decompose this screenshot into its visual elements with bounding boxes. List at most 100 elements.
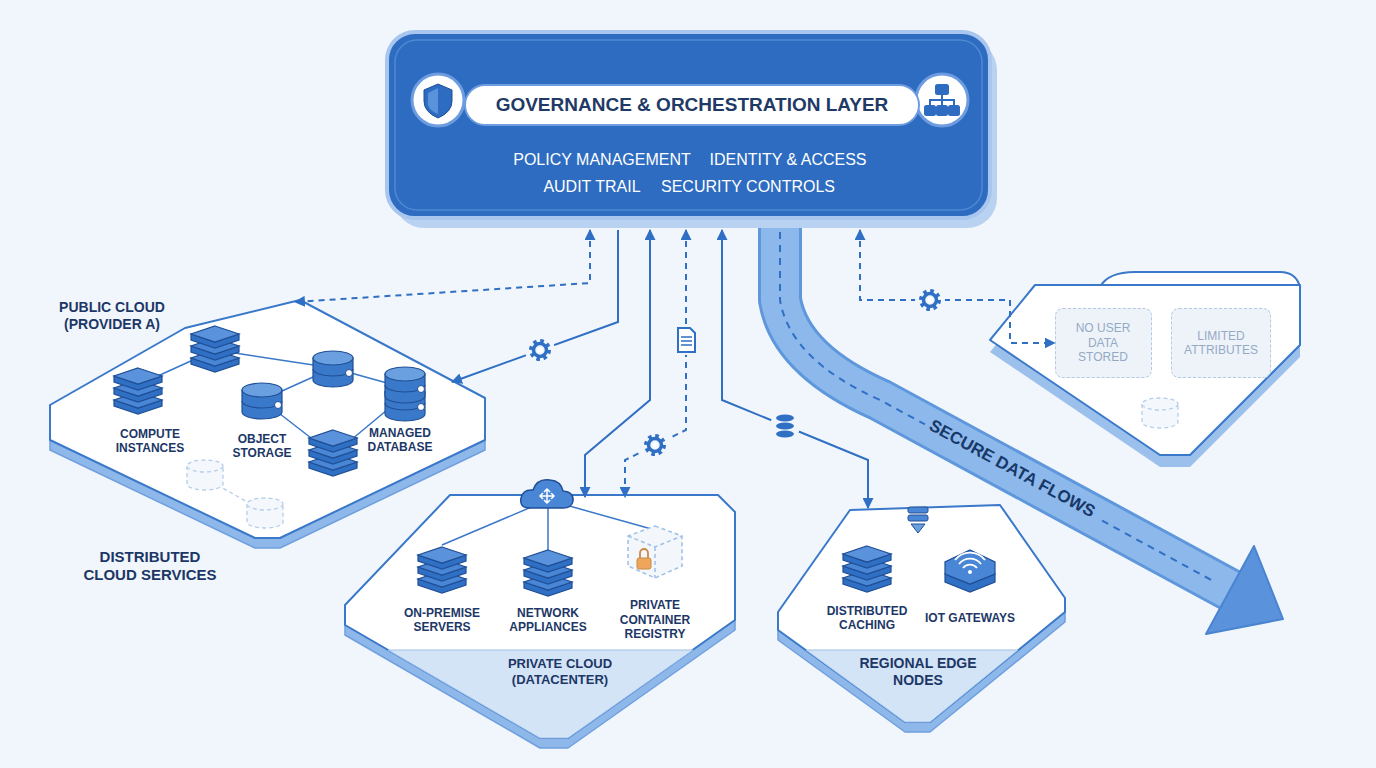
hierarchy-icon bbox=[925, 85, 959, 115]
dashed-connector bbox=[860, 230, 1055, 343]
platform-shadow bbox=[50, 310, 485, 548]
flow-dash bbox=[780, 232, 1215, 582]
panel-shadow bbox=[394, 40, 997, 228]
node-label: COMPUTE INSTANCES bbox=[105, 427, 195, 456]
node-label: NETWORK APPLIANCES bbox=[502, 606, 594, 635]
edge-platform: REGIONAL EDGE NODES DISTRIBUTED CACHING IO… bbox=[770, 500, 1070, 735]
dashed-connector bbox=[295, 230, 590, 302]
node-label: PRIVATE CLOUD (DATACENTER) bbox=[475, 656, 645, 687]
server-stack-icon bbox=[309, 430, 357, 476]
gear-icon bbox=[640, 430, 670, 460]
connector bbox=[585, 230, 650, 497]
node-label: ON-PREMISE SERVERS bbox=[396, 606, 488, 635]
drawn-shape bbox=[949, 106, 959, 115]
appliance-stack-icon bbox=[524, 550, 572, 596]
gear-icon bbox=[915, 285, 945, 315]
connector bbox=[722, 230, 868, 508]
drawn-shape bbox=[936, 85, 948, 94]
cloud-platform: PUBLIC CLOUD (PROVIDER A) DISTRIBUTED CLO… bbox=[40, 290, 495, 590]
node-label: DISTRIBUTED CACHING bbox=[817, 604, 917, 633]
database-cylinder-icon bbox=[385, 367, 425, 403]
drawn-shape bbox=[945, 550, 995, 584]
node-label: OBJECT STORAGE bbox=[217, 432, 307, 461]
cloud-platform: PRIVATE CLOUD (DATACENTER) ON-PREMISE SER… bbox=[335, 485, 745, 750]
platform-top bbox=[345, 495, 735, 738]
drawn-shape bbox=[776, 431, 794, 438]
drawn-shape bbox=[911, 524, 925, 533]
shield-shade bbox=[428, 88, 438, 114]
drawn-shape bbox=[930, 94, 954, 106]
storage-cylinder-icon bbox=[242, 383, 282, 419]
secure-flow-arrow bbox=[780, 200, 1283, 634]
cache-stack-icon bbox=[843, 546, 891, 592]
drawn-shape bbox=[776, 415, 794, 422]
drawn-shape bbox=[908, 515, 928, 521]
governance-layer: GOVERNANCE & ORCHESTRATION LAYER POLICY M… bbox=[385, 30, 1000, 230]
server-stack-icon bbox=[114, 368, 162, 414]
service-label: IOT GATEWAYS bbox=[925, 611, 1015, 625]
flow-band-edge bbox=[780, 200, 1230, 590]
drawn-shape bbox=[968, 570, 972, 574]
dashed-attribute-box: LIMITED ATTRIBUTES bbox=[1171, 308, 1271, 378]
dashed-connector bbox=[625, 230, 686, 497]
edge-nodes-art bbox=[843, 507, 995, 592]
flow-arrowhead bbox=[1206, 546, 1283, 634]
node-label: REGIONAL EDGE NODES bbox=[853, 655, 983, 689]
node-text: POLICY MANAGEMENT bbox=[513, 150, 691, 169]
connector-icons bbox=[525, 285, 945, 460]
flow-label: SECURE DATA FLOWS bbox=[921, 413, 1103, 524]
drawn-shape bbox=[681, 337, 692, 345]
platform-shadow bbox=[990, 297, 1300, 467]
platform-band bbox=[806, 650, 1018, 722]
faded-storage-icon bbox=[187, 460, 223, 490]
edge-db-icon bbox=[908, 507, 928, 533]
service-label: OBJECT STORAGE bbox=[217, 432, 307, 461]
drawn-shape bbox=[925, 106, 935, 115]
node-text: SECURITY CONTROLS bbox=[661, 177, 835, 196]
service-label: DISTRIBUTED CACHING bbox=[817, 604, 917, 633]
node-text: DISTRIBUTED CLOUD SERVICES bbox=[75, 548, 225, 584]
dashed-attribute-box: NO USER DATA STORED bbox=[1055, 308, 1152, 378]
node-outline bbox=[770, 500, 1070, 735]
node-label: GOVERNANCE & ORCHESTRATION LAYER bbox=[464, 84, 921, 127]
drawn-shape bbox=[776, 423, 794, 430]
platform-top bbox=[50, 300, 485, 538]
service-links bbox=[138, 350, 405, 455]
service-label: NETWORK APPLIANCES bbox=[502, 606, 594, 635]
platform-shadow bbox=[778, 515, 1065, 732]
node-label: PRIVATE CONTAINER REGISTRY bbox=[610, 598, 700, 641]
governance-icons bbox=[412, 74, 968, 126]
server-stack-icon bbox=[418, 547, 466, 593]
platform-top bbox=[990, 285, 1300, 455]
gear-icon bbox=[525, 335, 555, 365]
service-label: PRIVATE CONTAINER REGISTRY bbox=[610, 598, 700, 641]
node-text: AUDIT TRAIL bbox=[543, 177, 640, 196]
shield-icon bbox=[424, 84, 452, 118]
flow-band bbox=[780, 200, 1230, 590]
service-label: COMPUTE INSTANCES bbox=[105, 427, 195, 456]
platform-top bbox=[778, 505, 1065, 722]
drawn-shape bbox=[628, 536, 682, 578]
faded-storage-icon bbox=[1142, 398, 1178, 428]
drawn-shape bbox=[908, 507, 928, 513]
node-label: IOT GATEWAYS bbox=[925, 611, 1015, 625]
platform-shadow bbox=[345, 505, 735, 748]
platform-band bbox=[388, 650, 693, 738]
drawn-shape bbox=[955, 553, 985, 568]
platform-tab bbox=[1100, 272, 1300, 287]
drawn-shape bbox=[521, 480, 573, 508]
node-label: PUBLIC CLOUD (PROVIDER A) bbox=[47, 299, 177, 333]
connector bbox=[452, 230, 618, 382]
public-cloud-art bbox=[114, 326, 425, 528]
private-cloud-art bbox=[418, 480, 682, 596]
service-label: ON-PREMISE SERVERS bbox=[396, 606, 488, 635]
drawn-shape bbox=[770, 411, 800, 441]
iot-gateway-icon bbox=[945, 550, 995, 592]
edge-service-platform bbox=[990, 272, 1300, 467]
document-icon bbox=[671, 325, 701, 355]
drawn-shape bbox=[628, 526, 682, 578]
database-icon bbox=[770, 411, 800, 441]
drawn-shape bbox=[138, 350, 405, 455]
drawn-shape bbox=[937, 106, 947, 115]
panel-body bbox=[387, 32, 990, 218]
